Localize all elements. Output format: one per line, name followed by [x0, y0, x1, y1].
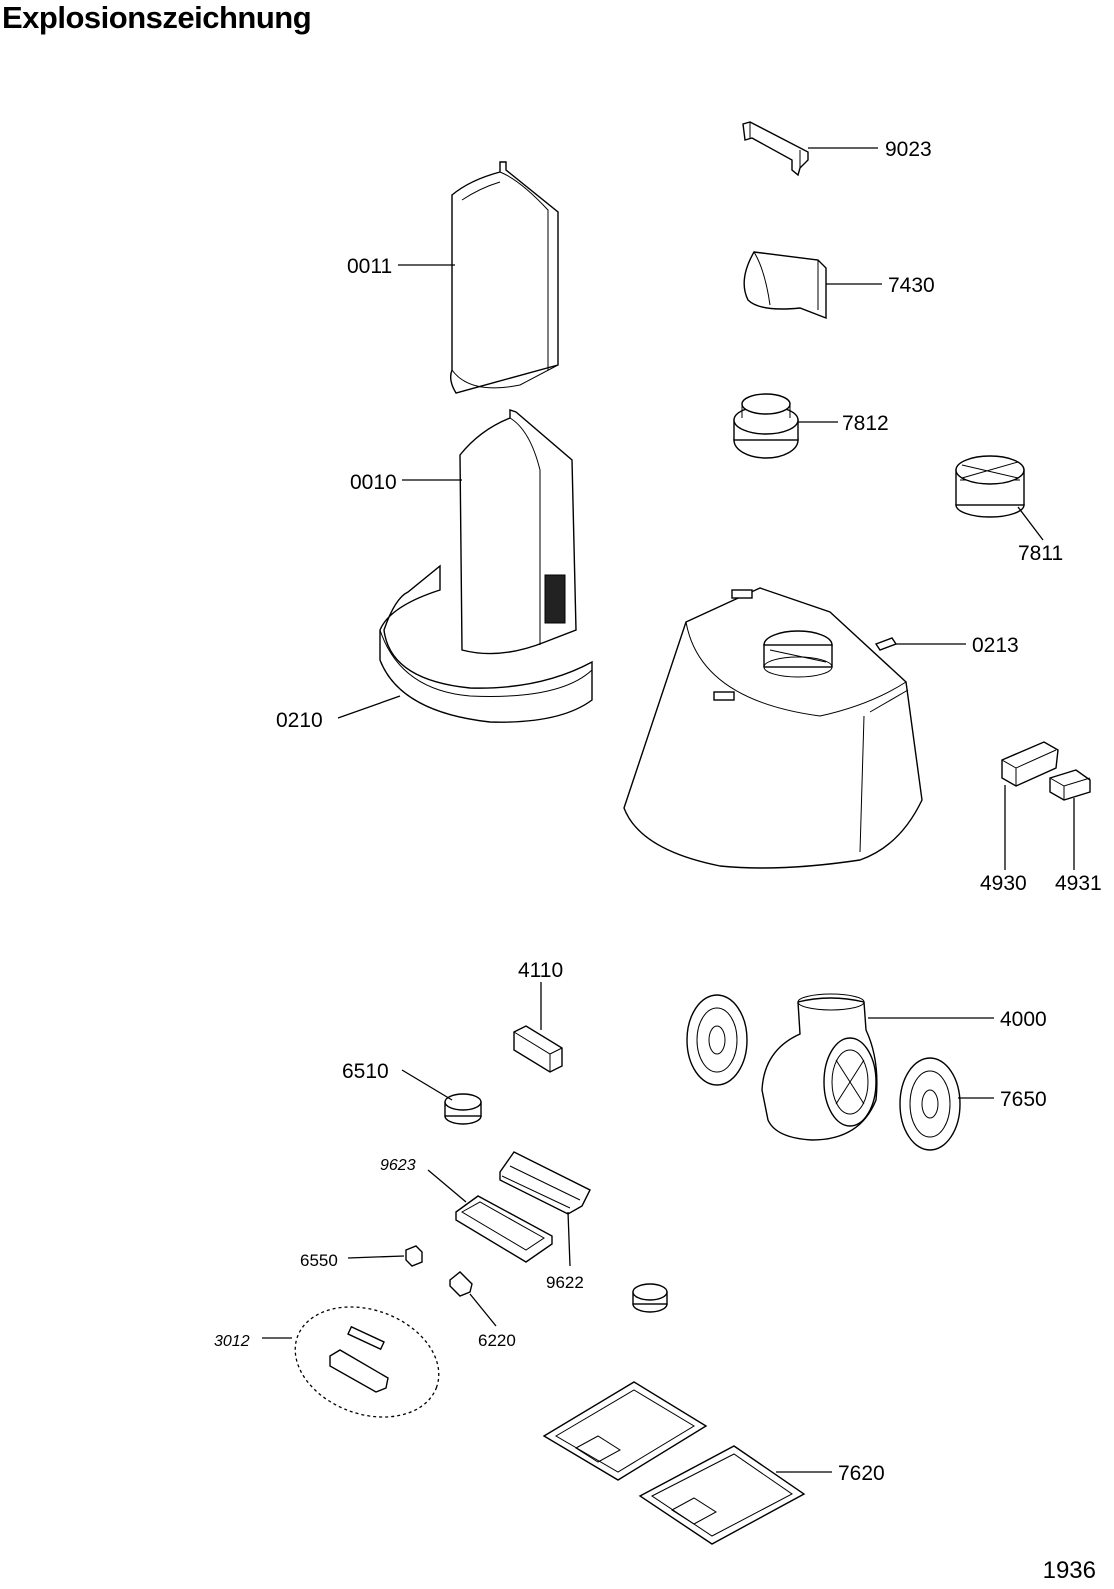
part-0210-base-trim — [337, 564, 593, 723]
label-0210: 0210 — [276, 709, 323, 732]
part-9023-bracket — [742, 121, 878, 177]
label-7650: 7650 — [1000, 1088, 1047, 1111]
part-9622-circuit-board — [499, 1151, 591, 1267]
label-6510: 6510 — [342, 1060, 389, 1083]
part-4930-lamp-holder — [1001, 741, 1059, 870]
label-7812: 7812 — [842, 412, 889, 435]
label-0213: 0213 — [972, 634, 1019, 657]
label-0011: 0011 — [347, 255, 392, 278]
label-7620: 7620 — [838, 1462, 885, 1485]
label-7811: 7811 — [1018, 542, 1063, 565]
label-4931: 4931 — [1055, 872, 1102, 895]
label-4000: 4000 — [1000, 1008, 1047, 1031]
part-0010-lower-chimney — [402, 409, 577, 655]
label-6550: 6550 — [300, 1251, 338, 1270]
part-7620-grease-filters — [542, 1381, 832, 1545]
label-4930: 4930 — [980, 872, 1027, 895]
part-knob-2 — [632, 1283, 668, 1313]
part-4931-lamp-cover — [1049, 769, 1091, 870]
part-7430-air-diverter — [743, 251, 882, 320]
part-7812-collar — [733, 393, 838, 459]
part-hood-body — [623, 587, 923, 869]
label-3012: 3012 — [214, 1333, 250, 1350]
part-4000-blower — [686, 993, 994, 1141]
part-3012-control-panel — [262, 1306, 440, 1418]
part-6220-socket — [449, 1271, 497, 1327]
label-0010: 0010 — [350, 471, 397, 494]
label-6220: 6220 — [478, 1331, 516, 1350]
part-4110-capacitor — [513, 982, 563, 1073]
label-9023: 9023 — [885, 138, 932, 161]
label-9623: 9623 — [380, 1157, 416, 1174]
part-7650-fan-cover — [899, 1057, 994, 1151]
part-0011-upper-chimney — [398, 161, 559, 394]
part-0213-clip — [874, 637, 966, 651]
page-title: Explosionszeichnung — [2, 0, 312, 35]
label-7430: 7430 — [888, 274, 935, 297]
part-6550-switch — [347, 1245, 423, 1267]
part-6510-knob — [401, 1069, 482, 1125]
part-9623-housing — [427, 1169, 553, 1263]
page-number: 1936 — [1042, 1557, 1096, 1584]
label-4110: 4110 — [518, 959, 563, 982]
label-9622: 9622 — [546, 1273, 584, 1292]
part-7811-filter-ring — [955, 455, 1044, 541]
